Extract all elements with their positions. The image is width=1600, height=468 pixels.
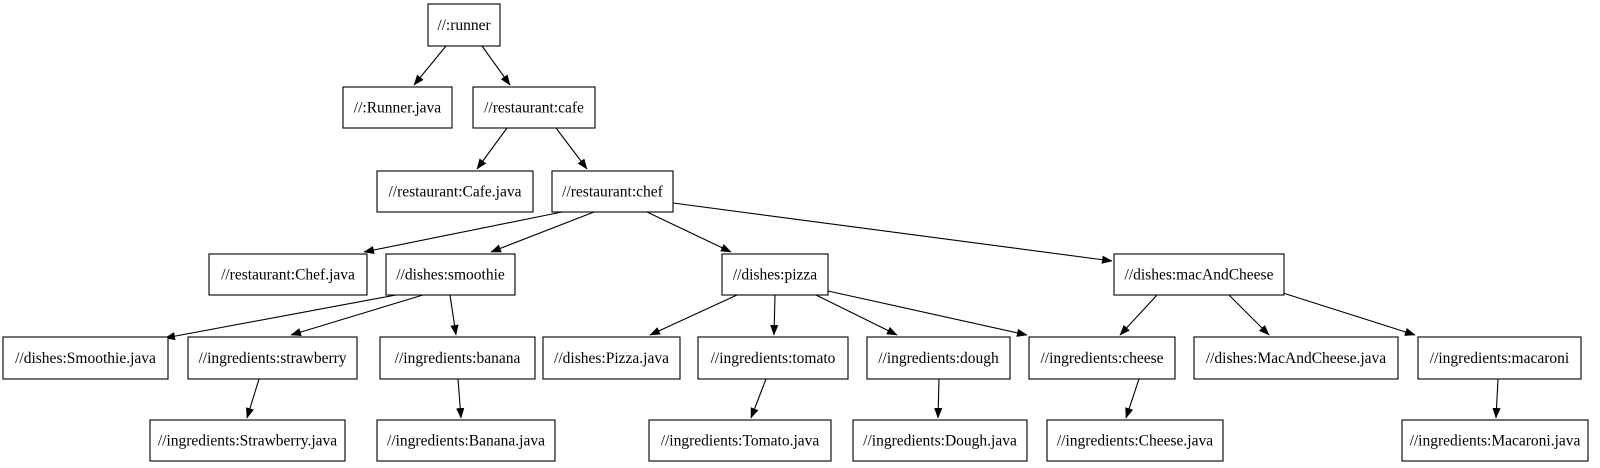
node-box-runner xyxy=(427,3,501,47)
node-macandcheese_java: //dishes:MacAndCheese.java xyxy=(1193,336,1399,380)
node-box-pizza_java xyxy=(542,336,681,380)
edge-smoothie-to-strawberry xyxy=(290,294,424,337)
node-box-tomato xyxy=(697,336,849,380)
node-label-dough: //ingredients:dough xyxy=(878,350,999,367)
node-box-strawberry_java xyxy=(149,419,346,462)
node-label-pizza_java: //dishes:Pizza.java xyxy=(554,350,669,367)
node-pizza: //dishes:pizza xyxy=(721,253,829,296)
node-label-dough_java: //ingredients:Dough.java xyxy=(863,433,1017,450)
node-label-cheese: //ingredients:cheese xyxy=(1040,350,1163,367)
edge-macandcheese-to-cheese xyxy=(1119,294,1158,336)
node-label-macaroni_java: //ingredients:Macaroni.java xyxy=(1410,433,1581,450)
node-box-strawberry xyxy=(187,336,358,380)
edges-layer xyxy=(164,45,1501,419)
node-macaroni_java: //ingredients:Macaroni.java xyxy=(1401,419,1589,462)
node-cheese: //ingredients:cheese xyxy=(1028,336,1176,380)
edge-macaroni-to-macaroni_java xyxy=(1492,378,1501,419)
node-box-macaroni_java xyxy=(1401,419,1589,462)
node-macandcheese: //dishes:macAndCheese xyxy=(1113,253,1285,296)
node-label-macaroni: //ingredients:macaroni xyxy=(1430,350,1570,367)
node-label-pizza: //dishes:pizza xyxy=(733,267,817,284)
node-box-dough xyxy=(866,336,1011,380)
node-label-banana: //ingredients:banana xyxy=(395,350,521,367)
node-smoothie_java: //dishes:Smoothie.java xyxy=(2,336,169,380)
edge-tomato-to-tomato_java xyxy=(750,378,767,419)
edge-chef-to-macandcheese xyxy=(672,202,1113,264)
edge-pizza-to-tomato xyxy=(770,294,779,336)
node-label-runner: //:runner xyxy=(437,17,491,34)
node-runner: //:runner xyxy=(427,3,501,47)
edge-pizza-to-pizza_java xyxy=(649,294,738,336)
edge-runner-to-runner_java xyxy=(413,45,447,86)
edge-cafe-to-chef xyxy=(555,127,588,170)
node-cafe: //restaurant:cafe xyxy=(472,86,596,129)
node-chef_java: //restaurant:Chef.java xyxy=(208,253,368,296)
node-banana: //ingredients:banana xyxy=(379,336,536,380)
node-label-cafe: //restaurant:cafe xyxy=(484,100,584,117)
node-strawberry_java: //ingredients:Strawberry.java xyxy=(149,419,346,462)
node-tomato_java: //ingredients:Tomato.java xyxy=(648,419,832,462)
node-box-macaroni xyxy=(1417,336,1582,380)
node-box-macandcheese xyxy=(1113,253,1285,296)
node-smoothie: //dishes:smoothie xyxy=(385,253,516,296)
node-box-cheese xyxy=(1028,336,1176,380)
edge-chef-to-chef_java xyxy=(363,211,563,255)
edge-dough-to-dough_java xyxy=(934,378,943,419)
edge-chef-to-smoothie xyxy=(490,211,595,253)
node-label-strawberry_java: //ingredients:Strawberry.java xyxy=(158,433,337,450)
node-box-runner_java xyxy=(342,86,453,129)
edge-macandcheese-to-macaroni xyxy=(1282,292,1416,336)
node-label-tomato_java: //ingredients:Tomato.java xyxy=(661,433,820,450)
edge-banana-to-banana_java xyxy=(456,378,465,419)
node-tomato: //ingredients:tomato xyxy=(697,336,849,380)
node-box-smoothie xyxy=(385,253,516,296)
node-box-macandcheese_java xyxy=(1193,336,1399,380)
node-label-chef_java: //restaurant:Chef.java xyxy=(221,267,355,284)
edge-macandcheese-to-macandcheese_java xyxy=(1228,294,1270,336)
node-label-cheese_java: //ingredients:Cheese.java xyxy=(1057,433,1213,450)
node-cheese_java: //ingredients:Cheese.java xyxy=(1046,419,1224,462)
edge-chef-to-pizza xyxy=(646,211,732,253)
edge-runner-to-cafe xyxy=(481,45,511,86)
edge-smoothie-to-banana xyxy=(449,294,459,336)
node-box-chef xyxy=(551,170,674,213)
node-strawberry: //ingredients:strawberry xyxy=(187,336,358,380)
node-box-pizza xyxy=(721,253,829,296)
node-label-smoothie_java: //dishes:Smoothie.java xyxy=(15,350,156,367)
node-box-cheese_java xyxy=(1046,419,1224,462)
node-label-chef: //restaurant:chef xyxy=(562,184,664,201)
node-label-runner_java: //:Runner.java xyxy=(354,100,442,117)
node-box-cafe_java xyxy=(376,170,534,213)
node-macaroni: //ingredients:macaroni xyxy=(1417,336,1582,380)
edge-cheese-to-cheese_java xyxy=(1125,378,1140,419)
node-label-macandcheese_java: //dishes:MacAndCheese.java xyxy=(1206,350,1386,367)
node-box-tomato_java xyxy=(648,419,832,462)
node-banana_java: //ingredients:Banana.java xyxy=(376,419,556,462)
node-dough_java: //ingredients:Dough.java xyxy=(852,419,1028,462)
node-box-smoothie_java xyxy=(2,336,169,380)
node-label-smoothie: //dishes:smoothie xyxy=(396,267,505,284)
node-runner_java: //:Runner.java xyxy=(342,86,453,129)
node-label-macandcheese: //dishes:macAndCheese xyxy=(1125,267,1274,284)
node-box-chef_java xyxy=(208,253,368,296)
node-label-tomato: //ingredients:tomato xyxy=(711,350,836,367)
nodes-layer: //:runner //:Runner.java //restaurant:cafe… xyxy=(2,3,1589,462)
edge-pizza-to-dough xyxy=(815,294,898,336)
node-label-banana_java: //ingredients:Banana.java xyxy=(387,433,545,450)
edge-cafe-to-cafe_java xyxy=(476,127,508,170)
edge-strawberry-to-strawberry_java xyxy=(246,378,260,419)
node-pizza_java: //dishes:Pizza.java xyxy=(542,336,681,380)
node-chef: //restaurant:chef xyxy=(551,170,674,213)
node-dough: //ingredients:dough xyxy=(866,336,1011,380)
edge-smoothie-to-smoothie_java xyxy=(164,294,397,341)
node-label-strawberry: //ingredients:strawberry xyxy=(198,350,346,367)
node-box-dough_java xyxy=(852,419,1028,462)
edge-pizza-to-cheese xyxy=(827,290,1028,337)
node-label-cafe_java: //restaurant:Cafe.java xyxy=(389,184,522,201)
node-box-banana xyxy=(379,336,536,380)
node-cafe_java: //restaurant:Cafe.java xyxy=(376,170,534,213)
node-box-cafe xyxy=(472,86,596,129)
node-box-banana_java xyxy=(376,419,556,462)
